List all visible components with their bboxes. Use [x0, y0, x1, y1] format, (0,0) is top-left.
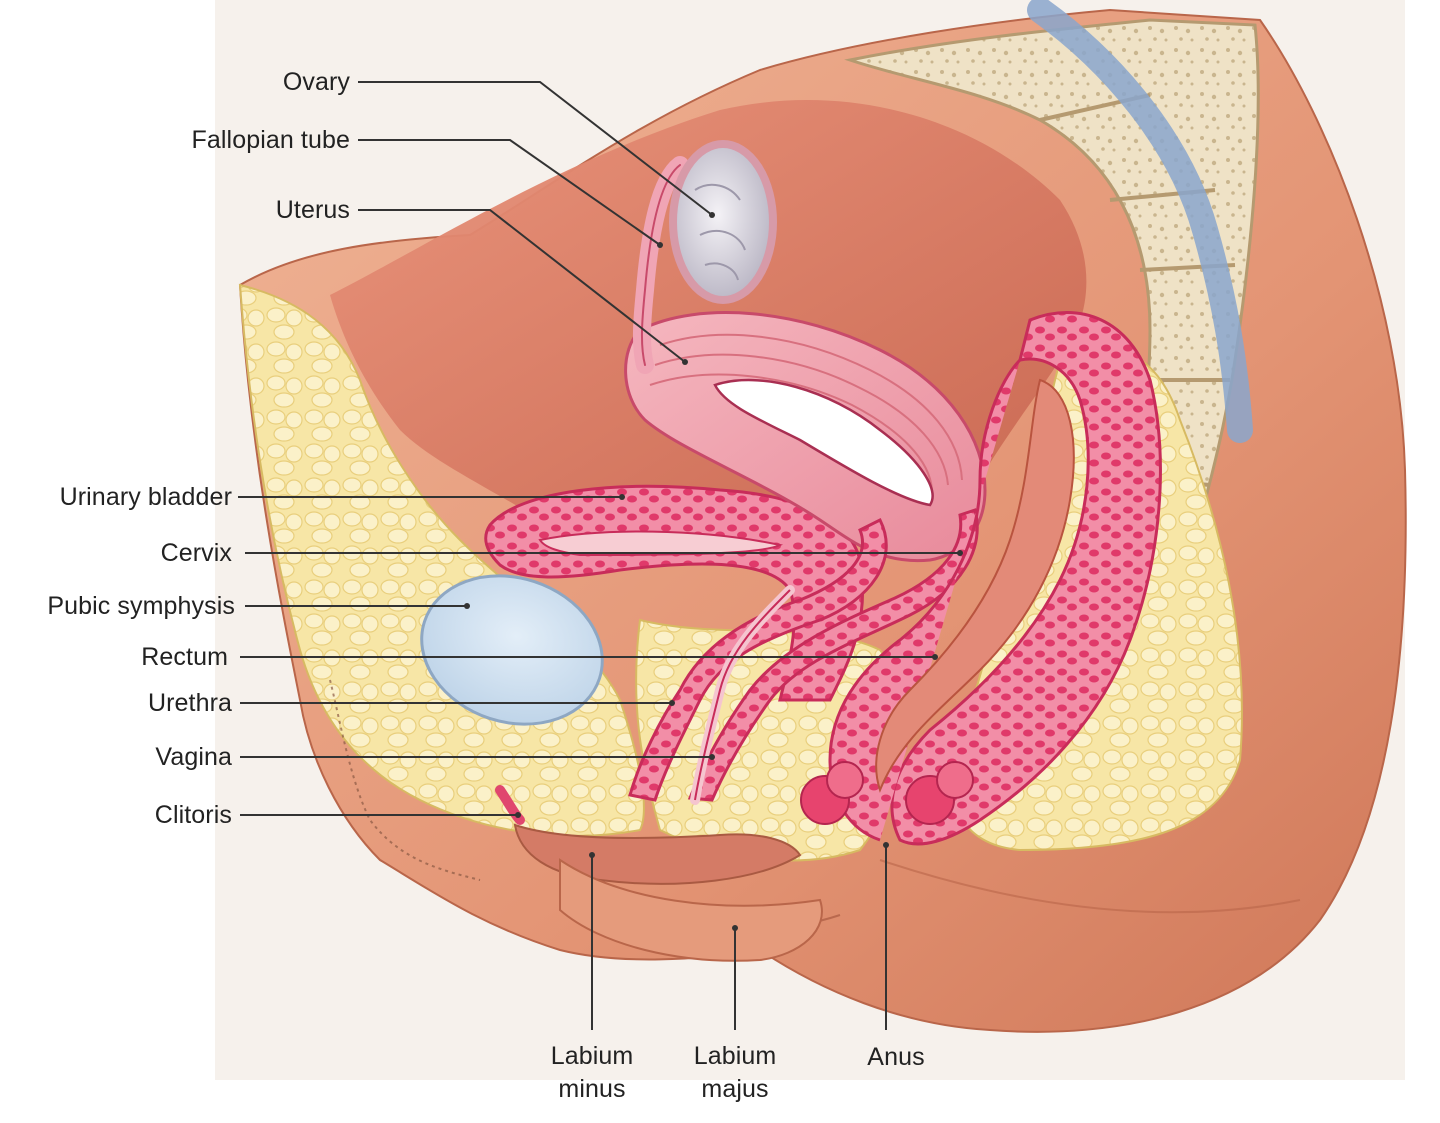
label-pubic-symphysis: Pubic symphysis	[47, 592, 235, 620]
label-vagina: Vagina	[155, 743, 232, 771]
ovary-shape	[669, 140, 777, 304]
label-clitoris: Clitoris	[154, 801, 232, 829]
label-ovary: Ovary	[282, 68, 350, 96]
label-labium-majus: Labium majus	[668, 1040, 802, 1106]
clitoris-shape	[495, 785, 525, 825]
label-urinary-bladder: Urinary bladder	[59, 483, 232, 511]
label-labium-majus-line2: majus	[701, 1075, 769, 1103]
label-cervix: Cervix	[160, 539, 232, 567]
leader-lines	[238, 81, 960, 1030]
label-anus: Anus	[867, 1043, 925, 1071]
spinal-canal	[1027, 0, 1253, 443]
label-urethra: Urethra	[147, 689, 232, 717]
rectum-shape	[890, 311, 1162, 846]
labium-majus-shape	[559, 858, 823, 962]
label-labium-minus-line2: minus	[558, 1075, 626, 1103]
label-fallopian-tube: Fallopian tube	[191, 126, 350, 154]
anal-sphincter	[800, 761, 974, 825]
label-labium-majus-line1: Labium	[693, 1042, 777, 1070]
pubic-symphysis-shape	[420, 574, 604, 726]
label-labium-minus: Labium minus	[525, 1040, 659, 1106]
vagina-wall	[628, 517, 888, 802]
label-uterus: Uterus	[275, 196, 350, 224]
uterine-cavity	[713, 378, 934, 507]
label-rectum: Rectum	[141, 643, 228, 671]
label-labium-minus-line1: Labium	[550, 1042, 634, 1070]
